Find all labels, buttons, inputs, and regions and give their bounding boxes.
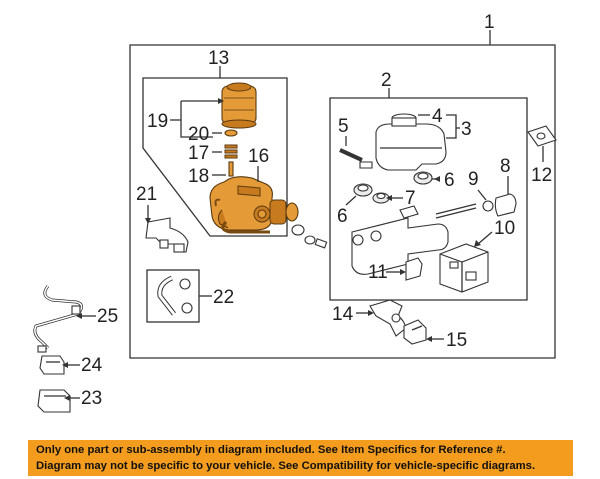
- callout-19: 19: [147, 111, 168, 132]
- callout-18: 18: [188, 166, 209, 187]
- pump-assembly-frame: [142, 77, 288, 237]
- callout-24: 24: [81, 355, 103, 376]
- actuator-block-part: [439, 243, 489, 293]
- spring-part: [224, 144, 238, 159]
- accumulator-part: [221, 82, 257, 129]
- hose-part: [157, 275, 193, 316]
- callout-25: 25: [97, 306, 118, 327]
- callout-16: 16: [248, 146, 269, 167]
- pedal-bracket-part: [369, 299, 407, 337]
- boot-part: [482, 193, 517, 217]
- master-cylinder-part: [351, 203, 477, 275]
- callout-17: 17: [188, 143, 209, 164]
- callout-3: 3: [461, 119, 472, 140]
- callout-10: 10: [494, 218, 515, 239]
- fitting-part: [291, 224, 328, 249]
- callout-4: 4: [432, 106, 443, 127]
- block-part: [37, 389, 71, 413]
- pin-part: [228, 161, 234, 177]
- gasket-part: [527, 125, 557, 147]
- pump-motor-part: [209, 176, 299, 234]
- clip-part: [403, 319, 427, 345]
- disclaimer-line-2: Diagram may not be specific to your vehi…: [36, 460, 536, 472]
- callout-9: 9: [468, 169, 479, 190]
- reservoir-part: [359, 123, 447, 171]
- grommet-part: [413, 171, 433, 185]
- reservoir-cap-part: [391, 113, 417, 127]
- callout-6a: 6: [337, 206, 348, 227]
- callout-22: 22: [213, 287, 234, 308]
- callout-5: 5: [338, 116, 349, 137]
- callout-21: 21: [136, 184, 157, 205]
- main-assembly-frame: [129, 44, 556, 359]
- connector-part: [39, 355, 65, 375]
- callout-20: 20: [188, 124, 209, 145]
- callout-12: 12: [531, 165, 552, 186]
- grommet-lower-part: [353, 183, 390, 204]
- master-cylinder-frame: [329, 97, 528, 301]
- disclaimer-banner: Only one part or sub-assembly in diagram…: [28, 440, 573, 476]
- callout-11: 11: [368, 262, 388, 283]
- callout-8: 8: [500, 156, 511, 177]
- o-ring-part: [224, 129, 238, 137]
- callout-7: 7: [405, 188, 416, 209]
- callout-13: 13: [208, 48, 229, 69]
- callout-23: 23: [81, 388, 102, 409]
- mount-bracket-part: [405, 257, 423, 281]
- sensor-wire-part: [33, 285, 83, 353]
- bracket-part: [145, 217, 189, 253]
- reservoir-hose-part: [339, 148, 363, 162]
- parts-diagram: 1 13 2 19 20 17 18 16: [33, 12, 557, 413]
- callout-15: 15: [446, 330, 467, 351]
- callout-6b: 6: [444, 170, 455, 191]
- callout-14: 14: [332, 304, 354, 325]
- disclaimer-line-1: Only one part or sub-assembly in diagram…: [36, 444, 506, 456]
- callout-2: 2: [381, 70, 392, 91]
- callout-1: 1: [484, 12, 495, 33]
